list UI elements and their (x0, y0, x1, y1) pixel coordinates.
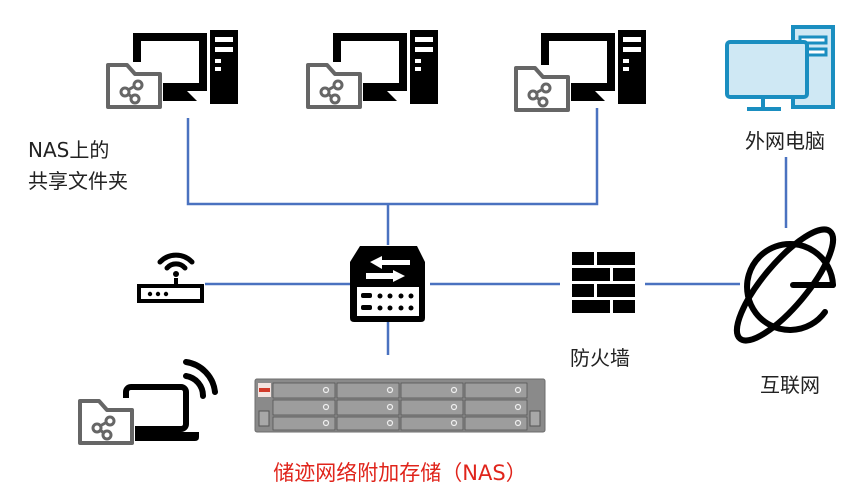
external-pc-icon (725, 25, 835, 111)
wireless-laptop (75, 359, 218, 448)
connection-lines (186, 108, 788, 355)
wifi-router-icon (137, 252, 204, 303)
firewall-label: 防火墙 (570, 346, 630, 370)
nas-folder-label-line1: NAS上的 (28, 138, 109, 162)
nas-folder-label-line2: 共享文件夹 (28, 169, 128, 193)
shared-folder-icon (103, 60, 165, 112)
firewall-icon (572, 252, 635, 313)
desktop-3 (511, 30, 646, 115)
internet-globe-icon (733, 226, 837, 344)
network-switch-icon (350, 246, 425, 322)
nas-storage-device-icon (254, 378, 546, 433)
external-pc-label: 外网电脑 (745, 129, 825, 153)
wifi-signal-icon (183, 359, 218, 399)
shared-folder-icon (303, 60, 365, 112)
internet-label: 互联网 (760, 373, 820, 397)
desktop-2 (303, 30, 438, 112)
nas-device-label: 储迹网络附加存储（NAS） (273, 461, 526, 485)
desktop-1 (103, 30, 238, 112)
shared-folder-icon (75, 396, 137, 448)
shared-folder-icon (511, 63, 573, 115)
